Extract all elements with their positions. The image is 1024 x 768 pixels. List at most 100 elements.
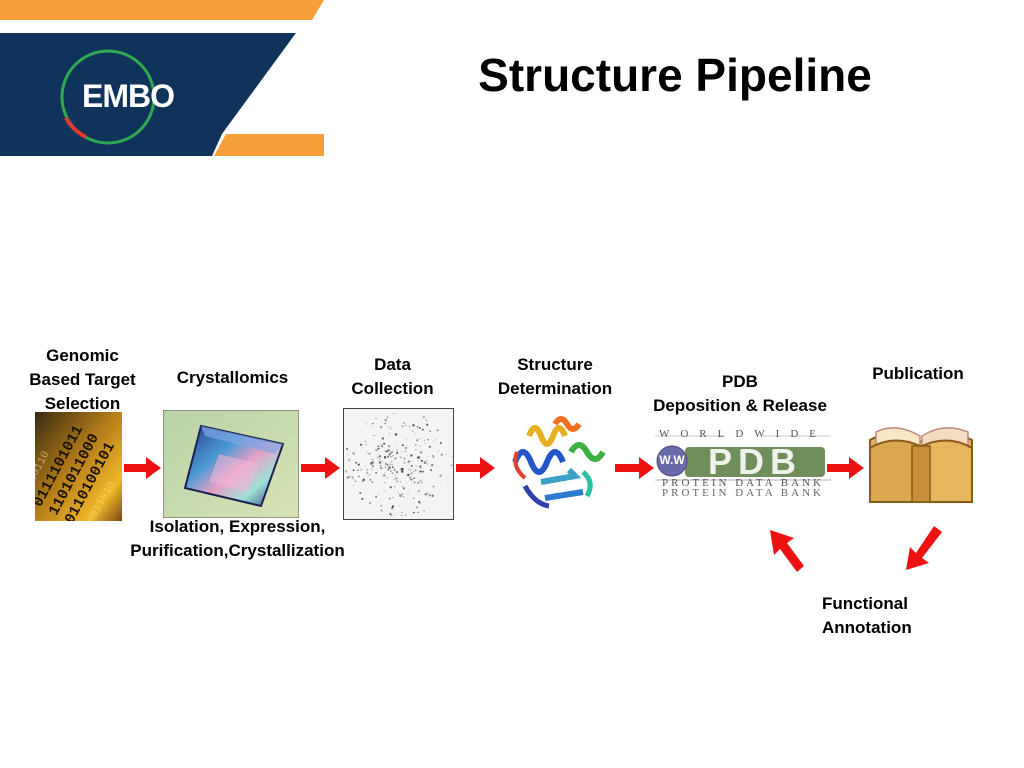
diffraction-spot — [366, 451, 368, 454]
diffraction-spot — [372, 464, 374, 467]
diffraction-spot — [389, 486, 392, 489]
diffraction-spot — [407, 468, 410, 470]
diffraction-spot — [432, 485, 435, 488]
diffraction-spot — [375, 418, 377, 420]
diffraction-spot — [384, 466, 387, 468]
diffraction-spot — [413, 481, 416, 484]
wwpdb-worldwide-text: WORLDWIDE — [658, 428, 828, 440]
diffraction-spot — [384, 422, 387, 425]
diffraction-spot — [429, 469, 433, 472]
diffraction-spot — [394, 485, 396, 488]
diffraction-spot — [427, 463, 429, 465]
diffraction-spot — [352, 469, 355, 472]
diffraction-spot — [426, 460, 427, 462]
diffraction-spot — [391, 451, 393, 453]
arrow-structure-to-pdb — [615, 456, 655, 480]
diffraction-spot — [361, 480, 364, 483]
diffraction-spot — [386, 455, 389, 458]
diffraction-spot — [419, 445, 422, 447]
diffraction-spot — [357, 469, 359, 471]
diffraction-spot — [371, 461, 374, 464]
diffraction-spot — [404, 446, 408, 450]
diffraction-spot — [401, 511, 403, 514]
diffraction-spot — [379, 425, 383, 429]
diffraction-spot — [412, 424, 415, 427]
diffraction-spot — [390, 514, 393, 517]
diffraction-spot — [399, 480, 401, 483]
stage-label-crystallomics: Crystallomics — [160, 366, 305, 390]
diffraction-spot — [369, 478, 372, 481]
diffraction-spot — [404, 462, 406, 464]
diffraction-spot — [383, 490, 385, 492]
diffraction-spot — [368, 452, 371, 455]
diffraction-spot — [419, 470, 421, 472]
diffraction-spot — [394, 442, 396, 444]
diffraction-spot — [391, 464, 393, 466]
arrow-pdb-to-publication — [827, 456, 865, 480]
diffraction-spot — [380, 444, 383, 447]
diffraction-spot — [440, 486, 442, 487]
diffraction-spot — [404, 450, 407, 452]
diffraction-spot — [352, 484, 354, 487]
diffraction-spot — [418, 456, 421, 459]
diffraction-spot — [410, 454, 413, 457]
diffraction-spot — [401, 470, 404, 473]
diffraction-spot — [410, 472, 413, 475]
diffraction-spot — [401, 485, 403, 488]
diffraction-spot — [429, 430, 431, 433]
diffraction-spot — [388, 444, 391, 448]
label-line: Isolation, Expression, — [149, 517, 326, 536]
diffraction-spot — [410, 469, 412, 471]
diffraction-spot — [417, 481, 420, 485]
diffraction-spot — [384, 418, 388, 422]
arrow-crystallomics-to-data — [301, 456, 341, 480]
diffraction-spot — [392, 497, 394, 499]
diffraction-spot — [346, 448, 349, 450]
label-line: Based Target — [29, 370, 136, 389]
diffraction-spot — [435, 438, 436, 440]
diffraction-spot — [417, 511, 419, 514]
diffraction-spot — [372, 458, 374, 460]
diffraction-spot — [385, 450, 388, 453]
diffraction-spot — [397, 492, 399, 494]
diffraction-spot — [407, 473, 410, 476]
diffraction-spot — [423, 461, 427, 464]
label-line: Functional — [822, 594, 908, 613]
diffraction-spot — [365, 465, 367, 467]
wwpdb-main-text: PDB — [707, 441, 802, 482]
diffraction-spot — [391, 460, 393, 463]
diffraction-spot — [371, 468, 373, 470]
diffraction-spot — [408, 460, 411, 463]
diffraction-spot — [405, 424, 407, 426]
diffraction-spot — [352, 452, 354, 455]
diffraction-spot — [354, 480, 357, 483]
label-line: Annotation — [822, 618, 912, 637]
stage-label-pdb: PDB Deposition & Release — [630, 370, 850, 418]
diffraction-spot — [418, 465, 421, 468]
diffraction-spot — [423, 439, 425, 441]
diffraction-spot — [427, 455, 429, 457]
diffraction-spot — [384, 481, 386, 483]
diffraction-spot — [346, 476, 350, 479]
diffraction-spot — [371, 481, 374, 483]
arrow-annotation-to-pdb — [766, 528, 808, 574]
diffraction-spot — [422, 416, 425, 419]
diffraction-spot — [401, 425, 404, 428]
stage-label-publication: Publication — [858, 362, 978, 386]
label-line: Deposition & Release — [653, 396, 827, 415]
stage-label-genomic: Genomic Based Target Selection — [10, 344, 155, 416]
diffraction-spot — [418, 490, 420, 492]
diffraction-spot — [347, 454, 349, 456]
diffraction-spot — [389, 433, 390, 435]
diffraction-spot — [391, 505, 395, 508]
diffraction-spot — [378, 455, 381, 458]
diffraction-spot — [417, 500, 421, 503]
diffraction-spot — [380, 504, 383, 507]
diffraction-spot — [387, 449, 390, 452]
diffraction-spot — [421, 481, 423, 484]
diffraction-spot — [407, 493, 409, 495]
diffraction-spot — [431, 464, 434, 467]
diffraction-spot — [386, 477, 388, 479]
diffraction-spot — [406, 474, 408, 476]
diffraction-spot — [390, 451, 393, 454]
